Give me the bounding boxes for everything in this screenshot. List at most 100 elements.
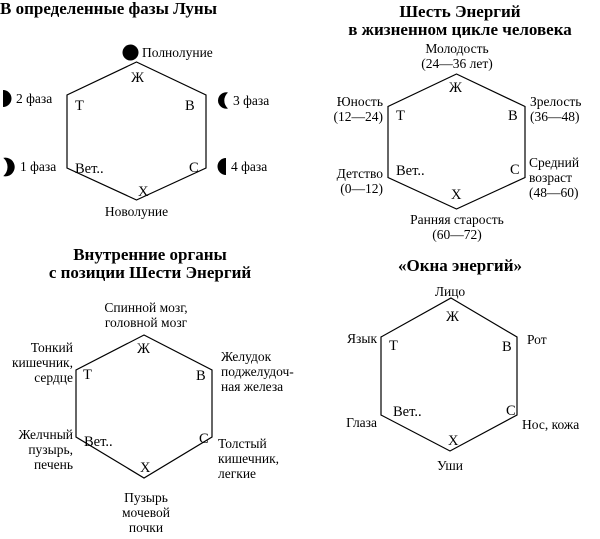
organs-right-top-label: Желудок поджелудоч- ная железа — [221, 349, 294, 394]
life-cycle-top-label: Молодость (24—36 лет) — [387, 41, 527, 71]
label-line: (36—48) — [530, 109, 580, 124]
organs-bottom-label: Пузырь мочевой почки — [75, 490, 217, 535]
label-line: Средний — [529, 155, 580, 170]
first-quarter-moon-icon — [3, 90, 12, 107]
windows-right-bottom-label: Нос, кожа — [522, 417, 580, 432]
life-cycle-bottom-label: Ранняя старость (60—72) — [387, 212, 527, 242]
full-moon-icon — [122, 44, 139, 61]
label-line: почки — [128, 520, 164, 535]
label-line: Молодость — [425, 41, 489, 56]
label-line: Тонкий — [30, 340, 73, 355]
organs-left-bottom-label: Желчный пузырь, печень — [19, 427, 73, 472]
vertex-h: Х — [138, 184, 149, 200]
waxing-crescent-icon — [3, 157, 15, 177]
full-moon-row: Полнолуние — [122, 44, 213, 61]
label-line: легкие — [218, 466, 257, 481]
vertex-v: В — [185, 98, 195, 114]
windows-top-label: Лицо — [434, 284, 466, 299]
vertex-v: В — [502, 339, 512, 355]
label-line: (0—12) — [340, 181, 383, 196]
label-line: Ранняя старость — [410, 212, 504, 227]
new-moon-label: Новолуние — [104, 204, 169, 219]
vertex-h: Х — [448, 433, 459, 449]
label-line: (60—72) — [432, 227, 482, 242]
life-cycle-right-top-label: Зрелость (36—48) — [530, 94, 581, 124]
label-line: мочевой — [122, 505, 170, 520]
vertex-vet: Вет.. — [393, 404, 422, 420]
label-line: (12—24) — [333, 109, 384, 124]
organs-left-top-label: Тонкий кишечник, сердце — [12, 340, 73, 385]
phase1-row: 1 фаза — [1, 156, 56, 178]
label-line: возраст — [529, 170, 572, 185]
waning-crescent-icon — [218, 92, 228, 109]
life-cycle-title: Шесть Энергий в жизненном цикле человека — [312, 3, 600, 39]
life-cycle-left-top-label: Юность (12—24) — [334, 94, 384, 124]
vertex-zh: Ж — [137, 341, 150, 357]
vertex-s: С — [506, 403, 516, 419]
life-cycle-right-bottom-label: Средний возраст (48—60) — [529, 155, 579, 200]
vertex-vet: Вет.. — [84, 434, 113, 450]
windows-left-bottom-label: Глаза — [346, 415, 377, 430]
hexagon-outline-organs — [75, 334, 213, 479]
label-line: головной мозг — [104, 315, 188, 330]
label-line: кишечник, — [218, 451, 280, 466]
hexagon-outline-windows — [380, 297, 518, 452]
life-cycle-title-line2: в жизненном цикле человека — [348, 20, 572, 39]
vertex-vet: Вет.. — [75, 161, 104, 177]
vertex-t: Т — [389, 338, 398, 354]
vertex-zh: Ж — [449, 80, 462, 96]
phase1-label: 1 фаза — [20, 159, 57, 174]
label-line: Толстый — [218, 436, 267, 451]
label-line: пузырь, — [28, 442, 73, 457]
label-line: (24—36 лет) — [421, 56, 493, 71]
label-line: поджелудоч- — [221, 364, 294, 379]
label-line: Зрелость — [530, 94, 582, 109]
last-quarter-moon-icon — [217, 158, 226, 175]
moon-diagram-title: В определенные фазы Луны — [0, 0, 217, 18]
vertex-zh: Ж — [131, 70, 144, 86]
label-line: Детство — [336, 166, 383, 181]
vertex-h: Х — [140, 460, 151, 476]
vertex-h: Х — [451, 187, 462, 203]
label-line: Пузырь — [124, 490, 168, 505]
windows-left-top-label: Язык — [347, 331, 377, 346]
windows-right-top-label: Рот — [527, 332, 547, 347]
vertex-s: С — [189, 160, 199, 176]
organs-title-line2: с позиции Шести Энергий — [48, 263, 252, 282]
organs-title-line1: Внутренние органы — [73, 245, 227, 264]
label-line: сердце — [34, 370, 73, 385]
vertex-t: Т — [83, 367, 92, 383]
vertex-vet: Вет.. — [396, 163, 425, 179]
windows-bottom-label: Уши — [437, 458, 463, 473]
life-cycle-title-line1: Шесть Энергий — [399, 2, 521, 21]
phase4-row: 4 фаза — [216, 157, 267, 176]
organs-title: Внутренние органы с позиции Шести Энерги… — [10, 246, 290, 282]
label-line: Спинной мозг, — [104, 300, 188, 315]
phase3-row: 3 фаза — [216, 91, 269, 110]
phase2-label: 2 фаза — [16, 90, 53, 106]
vertex-t: Т — [75, 98, 84, 114]
label-line: Юность — [336, 94, 383, 109]
vertex-v: В — [196, 368, 206, 384]
vertex-v: В — [508, 108, 518, 124]
label-line: печень — [33, 457, 73, 472]
organs-top-label: Спинной мозг, головной мозг — [75, 300, 217, 330]
organs-right-bottom-label: Толстый кишечник, легкие — [218, 436, 279, 481]
label-line: кишечник, — [11, 355, 73, 370]
life-cycle-left-bottom-label: Детство (0—12) — [337, 166, 383, 196]
vertex-zh: Ж — [446, 309, 459, 325]
phase3-label: 3 фаза — [233, 92, 270, 108]
hexagon-outline-life-cycle — [387, 73, 526, 210]
phase4-label: 4 фаза — [231, 158, 268, 174]
label-line: Желудок — [221, 349, 272, 364]
vertex-t: Т — [396, 108, 405, 124]
vertex-s: С — [199, 431, 209, 447]
full-moon-label: Полнолуние — [142, 44, 213, 60]
vertex-s: С — [510, 162, 520, 178]
windows-title: «Окна энергий» — [397, 256, 522, 275]
label-line: (48—60) — [529, 185, 579, 200]
label-line: ная железа — [221, 379, 284, 394]
hexagon-outline-moon — [66, 61, 207, 201]
phase2-row: 2 фаза — [1, 89, 52, 108]
